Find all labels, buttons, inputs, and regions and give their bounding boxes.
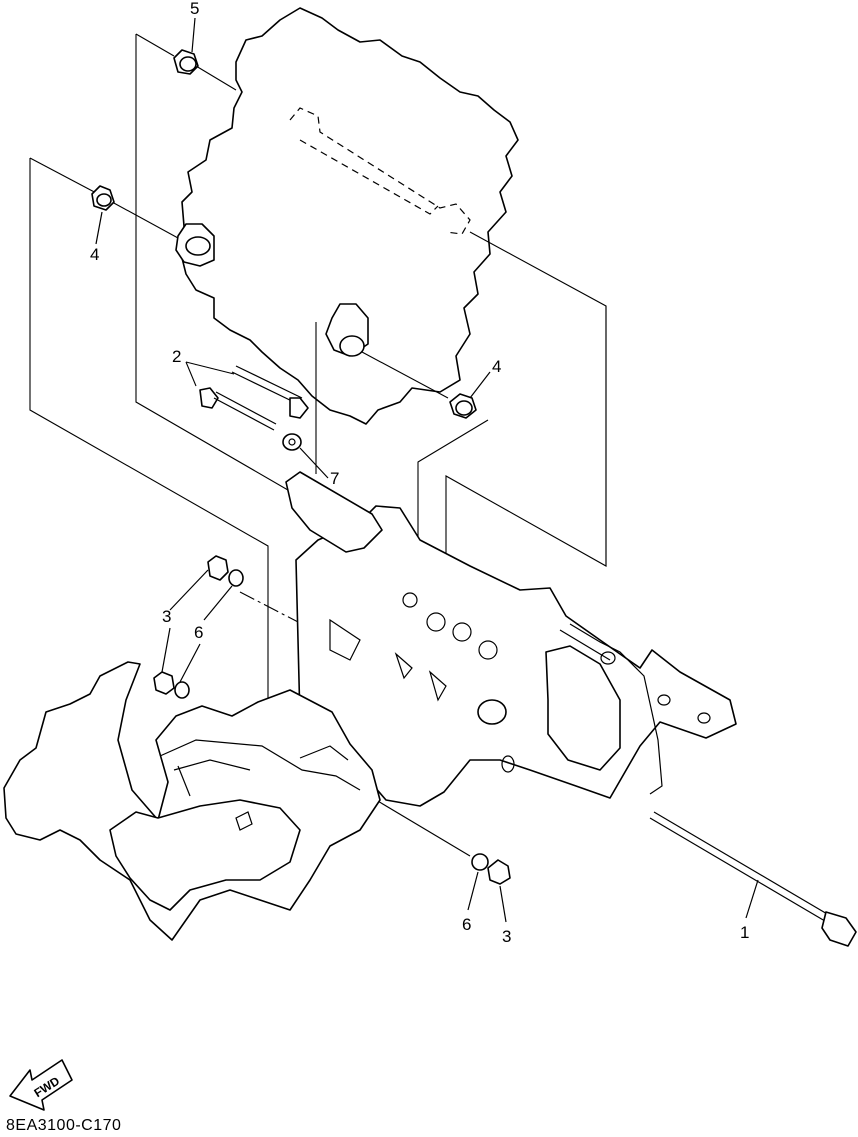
callout-1: 1	[740, 923, 749, 942]
frame-brackets	[3, 471, 737, 941]
callout-6-right: 6	[462, 915, 471, 934]
bolt-5	[173, 49, 199, 75]
engine-block	[175, 7, 519, 425]
washer-7	[282, 433, 302, 451]
fwd-arrow-icon: FWD	[9, 1059, 73, 1111]
callouts: 5 4 4 2 7 3 6 6 3 1	[90, 0, 759, 946]
washer-6-right	[471, 853, 489, 871]
callout-7: 7	[330, 469, 339, 488]
nut-3-lower	[153, 671, 175, 695]
nut-3-upper	[207, 555, 229, 581]
nut-3-right	[487, 859, 511, 885]
diagram-code: 8EA3100-C170	[6, 1117, 122, 1134]
bolt-4-right	[449, 393, 477, 419]
fasteners	[91, 49, 857, 947]
callout-4-right: 4	[492, 357, 501, 376]
callout-3-upper: 3	[162, 607, 171, 626]
bolt-2-lower	[199, 387, 277, 431]
callout-6-upper: 6	[194, 623, 203, 642]
callout-5: 5	[190, 0, 199, 18]
callout-3-right: 3	[502, 927, 511, 946]
callout-2: 2	[172, 347, 181, 366]
long-bolt-1	[649, 811, 857, 947]
washer-6-lower	[174, 681, 190, 699]
bolt-4-left	[91, 185, 115, 211]
washer-6-upper	[228, 569, 244, 587]
callout-4-left: 4	[90, 245, 99, 264]
bolt-2-upper	[231, 365, 309, 419]
